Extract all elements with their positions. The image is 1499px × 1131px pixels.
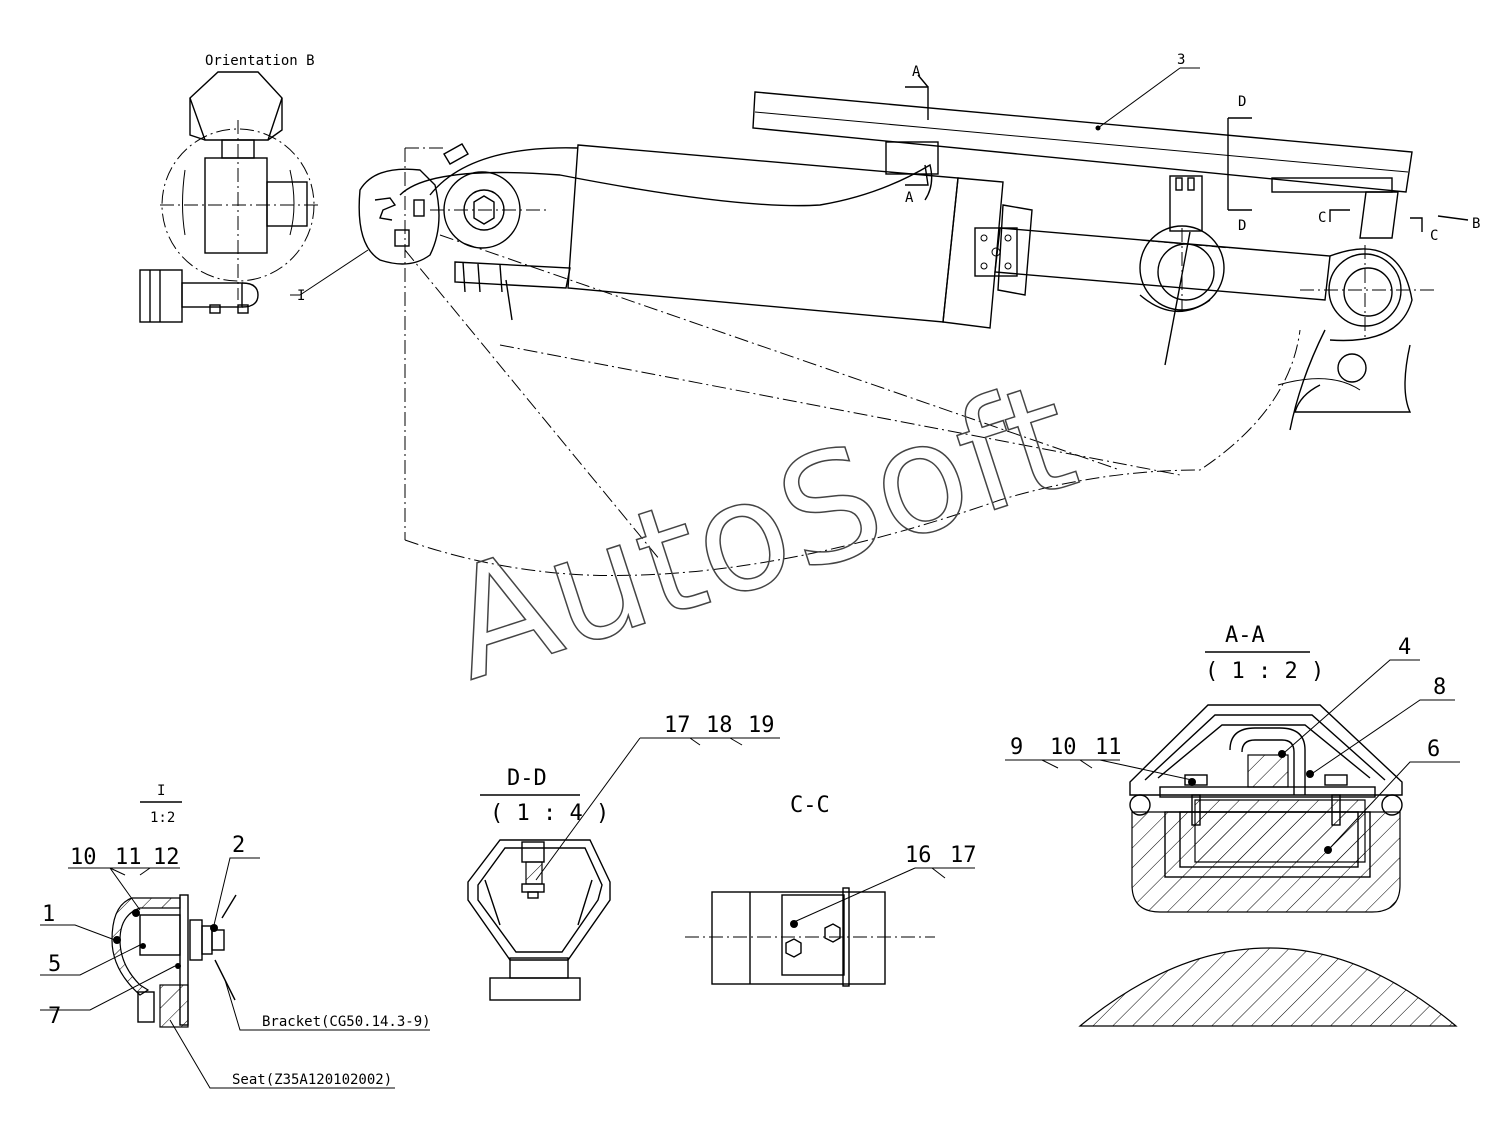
part-label-1: 1 <box>42 902 55 927</box>
part-label-10-detail: 10 <box>70 845 97 870</box>
part-label-3: 3 <box>1177 52 1185 68</box>
section-cc-view <box>685 867 975 987</box>
part-label-7: 7 <box>48 1004 61 1029</box>
part-label-8: 8 <box>1433 675 1446 700</box>
section-marker-b: B <box>1472 216 1480 232</box>
section-marker-d-bottom: D <box>1238 218 1246 234</box>
section-marker-c-right: C <box>1430 228 1438 244</box>
part-label-9-aa: 9 <box>1010 735 1023 760</box>
orientation-b-view <box>139 71 320 323</box>
seat-callout: Seat(Z35A120102002) <box>232 1072 392 1088</box>
part-label-11-aa: 11 <box>1095 735 1122 760</box>
section-dd-view <box>467 737 780 1001</box>
part-label-17-dd: 17 <box>664 713 691 738</box>
section-marker-a-top: A <box>912 64 921 80</box>
section-aa-view <box>1005 651 1460 1027</box>
part-label-16-cc: 16 <box>905 843 932 868</box>
part-label-18-dd: 18 <box>706 713 733 738</box>
detail-marker-i: I <box>297 288 305 304</box>
section-marker-c-left: C <box>1318 210 1326 226</box>
part-label-11-detail: 11 <box>115 845 142 870</box>
bracket-callout: Bracket(CG50.14.3-9) <box>262 1014 431 1030</box>
section-aa-scale: ( 1 : 2 ) <box>1205 659 1324 684</box>
detail-i-title: I <box>157 783 165 799</box>
part-label-17-cc: 17 <box>950 843 977 868</box>
detail-i-view <box>40 801 430 1089</box>
section-cc-title: C-C <box>790 793 830 818</box>
part-label-10-aa: 10 <box>1050 735 1077 760</box>
section-aa-title: A-A <box>1225 623 1265 648</box>
main-assembly-view <box>290 67 1469 577</box>
watermark: AutoSoft <box>427 350 1093 715</box>
section-marker-a-bottom: A <box>905 190 914 206</box>
section-dd-scale: ( 1 : 4 ) <box>490 801 609 826</box>
part-label-4: 4 <box>1398 635 1411 660</box>
detail-i-scale: 1:2 <box>150 810 175 826</box>
part-label-5: 5 <box>48 952 61 977</box>
part-label-2: 2 <box>232 833 245 858</box>
section-dd-title: D-D <box>507 766 547 791</box>
part-label-19-dd: 19 <box>748 713 775 738</box>
orientation-b-title: Orientation B <box>205 53 315 69</box>
part-label-12-detail: 12 <box>153 845 180 870</box>
part-label-6: 6 <box>1427 737 1440 762</box>
section-marker-d-top: D <box>1238 94 1246 110</box>
